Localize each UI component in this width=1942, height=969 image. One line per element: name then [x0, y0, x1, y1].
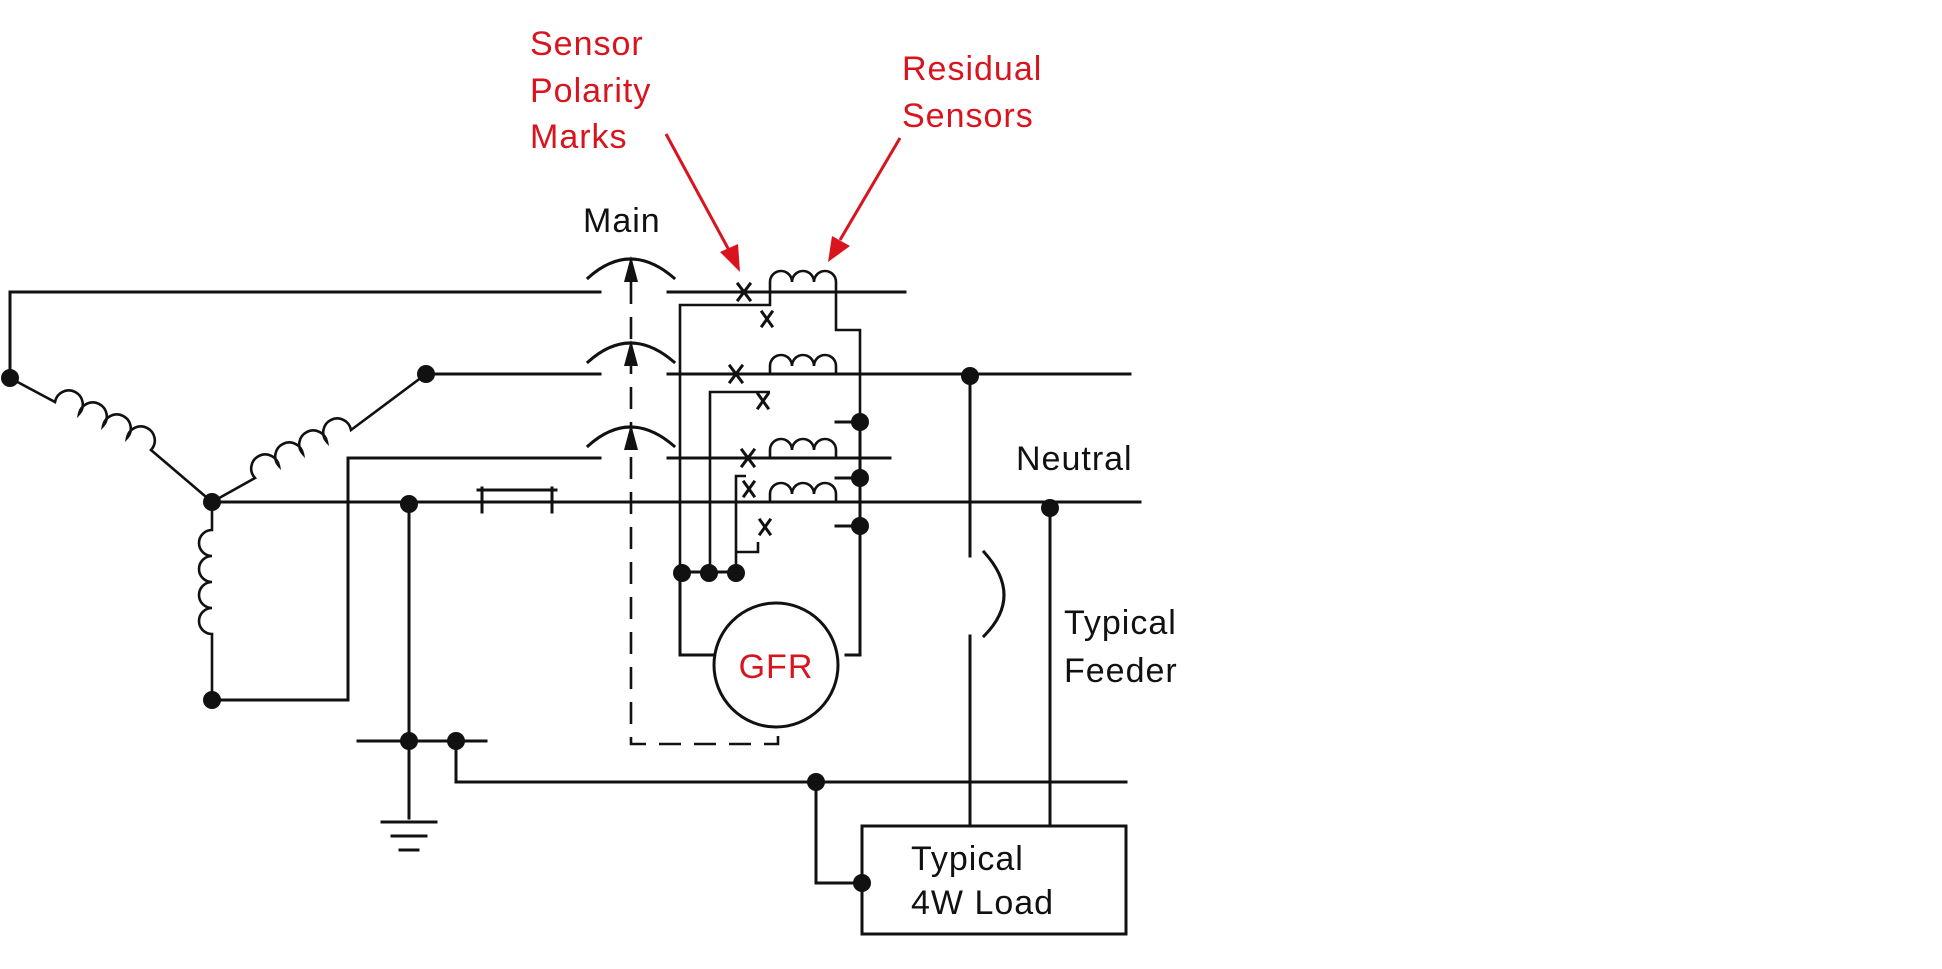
sensor-polarity-label-line1: Sensor: [530, 25, 644, 63]
load-label-line2: 4W Load: [911, 884, 1054, 922]
feeder-breaker: [981, 549, 1006, 639]
feeder-label-line1: Typical: [1064, 604, 1177, 642]
winding-phase-b: [211, 372, 427, 504]
polarity-arrow: [664, 133, 732, 253]
gfr-label: GFR: [739, 648, 814, 686]
gfr-circle: [712, 601, 840, 729]
feeder-label-line2: Feeder: [1064, 652, 1178, 690]
phase-conductors: [8, 290, 1132, 702]
residual-arrow: [838, 137, 902, 241]
neutral-label: Neutral: [1016, 440, 1133, 478]
sensor-polarity-label-line3: Marks: [530, 118, 628, 156]
annotations: Sensor Polarity Marks Residual Sensors: [530, 25, 1042, 272]
typical-feeder: [961, 367, 1059, 828]
winding-phase-a: [9, 376, 213, 503]
load-label-line1: Typical: [911, 840, 1024, 878]
transformer-wye-windings: [1, 365, 435, 709]
typical-load: Typical 4W Load: [814, 780, 1128, 936]
residual-sensors-label-line2: Sensors: [902, 97, 1034, 135]
trip-linkage: [629, 282, 780, 746]
ground-fault-relay: GFR: [712, 601, 840, 729]
main-breaker: [585, 256, 780, 746]
load-box: [860, 824, 1128, 936]
winding-phase-c: [197, 502, 214, 700]
main-label: Main: [583, 202, 661, 240]
neutral-bus: [210, 486, 1142, 852]
polarity-marks: [727, 281, 775, 537]
residual-sensors-label-line1: Residual: [902, 50, 1042, 88]
sensor-polarity-label-line2: Polarity: [530, 72, 651, 110]
residual-sensors: [673, 269, 869, 657]
